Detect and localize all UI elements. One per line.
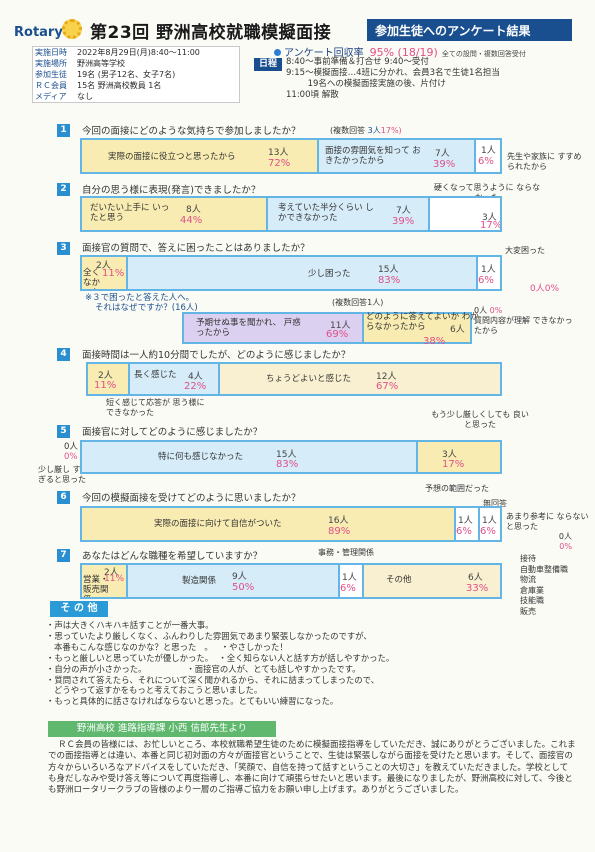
q3-right-label: 大変困った (505, 246, 545, 255)
q5-bar: 特に何も感じなかった 15人 83% 3人 17% (80, 440, 502, 474)
teacher-message: ＲＣ会員の皆様には、お忙しいところ、本校就職希望生徒のために模擬面接指導をしてい… (48, 740, 576, 796)
q6-bar: 実際の面接に向けて自信がついた 16人 89% 1人 6% 1人 6% (80, 506, 502, 542)
bar-segment: だいたい上手に いったと思う 8人 44% (82, 198, 268, 230)
other-comments: ・声は大きくハキハキ話すことが一番大事。 ・思っていたより厳しくなく、ふんわりし… (46, 620, 395, 707)
bar-segment: 3人 17% (430, 198, 500, 230)
q1-bar: 実際の面接に役立つと思ったから 13人 72% 面接の雰囲気を知って おきたかっ… (80, 138, 502, 174)
bar-segment: 2人 営業・ 販売関係 11% (82, 565, 128, 597)
q3-zero-value: 0人0% (530, 284, 560, 294)
bar-segment: どのように答えてよいか わからなかったから 6人 (364, 312, 479, 342)
q5-left-zero: 0人 0% (64, 442, 78, 462)
bar-segment: 少し困った 15人 83% (128, 257, 478, 289)
question-text: あなたはどんな職種を希望していますか？ (82, 551, 263, 562)
question-number: 2 (57, 183, 70, 196)
rotary-wheel-icon (62, 19, 82, 39)
question-text: 自分の思う様に表現(発言)できましたか？ (82, 185, 261, 196)
question-number: 5 (57, 425, 70, 438)
schedule-tag: 日程 (254, 58, 282, 71)
q3-sub-pct: 38% (423, 336, 446, 347)
q2-bar: だいたい上手に いったと思う 8人 44% 考えていた半分くらい しかできなかっ… (80, 196, 502, 232)
bar-segment: 3人 17% (418, 442, 500, 472)
q3-sub-multi-note: (複数回答1人) (332, 298, 384, 307)
other-section-title: そ の 他 (50, 601, 108, 617)
info-row: メディアなし (35, 92, 93, 101)
bar-segment: 実際の面接に向けて自信がついた 16人 89% (82, 508, 456, 540)
q5-left-label: 少し厳し すぎると思った (38, 465, 86, 484)
q4-below-label: 短く感じて応答が 思う様にできなかった (106, 398, 205, 417)
question-number: 6 (57, 491, 70, 504)
bar-segment: 面接の雰囲気を知って おきたかったから 7人 39% (319, 140, 476, 172)
page-title: 第23回 野洲高校就職模擬面接 (90, 23, 332, 43)
question-text: 面接官に対してどのように感じましたか？ (82, 427, 263, 438)
q5-right-label: もう少し厳しくしても 良いと思った (431, 410, 529, 429)
q4-bar: 2人 11% 長く感じた 4人 22% ちょうどよいと感じた 12人 67% (86, 362, 502, 396)
bar-segment: 2人 全く なかった 11% (82, 257, 128, 289)
bar-segment: その他 6人 33% (364, 565, 500, 597)
bar-segment: 1人 6% (456, 508, 480, 540)
bullet-icon (274, 49, 281, 56)
question-number: 4 (57, 348, 70, 361)
teacher-section-title: 野洲高校 進路指導課 小西 信郎先生より (48, 721, 276, 737)
bar-segment: 製造関係 9人 50% (128, 565, 340, 597)
q1-outside-label: 先生や家族に すすめられたから (507, 152, 582, 171)
bar-segment: 特に何も感じなかった 15人 83% (82, 442, 418, 472)
bar-segment: 1人 6% (478, 257, 500, 289)
q6-top-label: 予想の範囲だった (425, 484, 489, 493)
bar-segment: 実際の面接に役立つと思ったから 13人 72% (82, 140, 319, 172)
page-subtitle: 参加生徒へのアンケート結果 (367, 19, 572, 41)
q7-bar: 2人 営業・ 販売関係 11% 製造関係 9人 50% 1人 6% その他 6人… (80, 563, 502, 599)
question-number: 7 (57, 549, 70, 562)
info-row: 実施場所野洲高等学校 (35, 59, 125, 68)
question-text: 今回の面接にどのような気持ちで参加しましたか？ (82, 126, 301, 137)
bar-segment: 2人 11% (88, 364, 130, 394)
question-text: 面接時間は一人約10分間でしたが、どのように感じましたか？ (82, 350, 351, 361)
multi-answer-note: (複数回答 3人17%) (330, 126, 402, 135)
question-number: 1 (57, 124, 70, 137)
q3-sub-right: 0人 0% 質問内容が理解 できなかったから (474, 306, 573, 335)
bar-segment: 予期せぬ事を聞かれ、 戸惑ったから 11人 69% (184, 314, 364, 342)
q6-top-label: 無回答 (483, 499, 507, 508)
bar-segment: 1人 6% (340, 565, 364, 597)
question-text: 今回の模擬面接を受けてどのように思いましたか？ (82, 493, 301, 504)
question-text: 面接官の質問で、答えに困ったことはありましたか？ (82, 243, 310, 254)
bar-segment: ちょうどよいと感じた 12人 67% (220, 364, 500, 394)
q3-bar: 2人 全く なかった 11% 少し困った 15人 83% 1人 6% (80, 255, 502, 291)
schedule-text: 8:40～事前準備＆打合せ 9:40～受付 9:15～模擬面接…4班に分かれ、会… (286, 57, 500, 100)
q3-sub-bar: 予期せぬ事を聞かれ、 戸惑ったから 11人 69% どのように答えてよいか わか… (182, 312, 479, 344)
bar-segment: 1人 6% (480, 508, 500, 540)
rotary-logo-text: Rotary (14, 25, 63, 40)
q7-top-label: 事務・管理関係 (318, 548, 374, 557)
bar-segment: 考えていた半分くらい しかできなかった 7人 39% (268, 198, 430, 230)
q6-right-label: あまり参考に ならないと思った 0人 0% (506, 512, 589, 551)
question-number: 3 (57, 242, 70, 255)
q7-right-list: 接待 自動車整備職 物流 倉庫業 技能職 販売 (520, 554, 568, 616)
bar-segment: 長く感じた 4人 22% (130, 364, 220, 394)
bar-segment: 1人 6% (476, 140, 500, 172)
q3-subquestion: ※３で困ったと答えた人へ。 それはなぜですか？(16人) (85, 293, 198, 313)
